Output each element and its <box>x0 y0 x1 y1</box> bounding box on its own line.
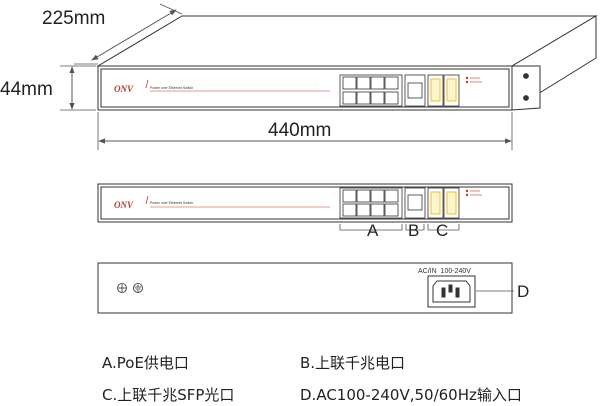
switch-front-inner <box>100 68 510 108</box>
ground-screw-icon <box>117 283 127 293</box>
brand-logo: ONV <box>114 84 134 94</box>
poe-ports-a <box>339 187 403 219</box>
depth-label: 225mm <box>42 8 105 29</box>
width-label: 440mm <box>268 120 331 141</box>
callout-b: B <box>408 221 419 240</box>
model-text: Power over Ethernet Switch <box>150 86 193 90</box>
ground-symbol-icon <box>133 283 143 293</box>
callout-d: D <box>517 282 529 301</box>
status-leds-front <box>465 189 482 197</box>
legend-b: B.上联千兆电口 <box>300 354 406 372</box>
switch-front-panel: ONV Power over Ethernet Switch <box>97 183 513 223</box>
switch-top-surface <box>96 15 598 67</box>
rack-ear <box>511 65 541 111</box>
rj45-port-block-a <box>339 74 403 107</box>
sfp-port-c <box>427 74 460 107</box>
status-leds <box>465 76 482 84</box>
callout-c: C <box>436 221 448 240</box>
switch-3d-front-details: ONV Power over Ethernet Switch <box>114 74 482 107</box>
switch-rear-panel: AC/IN 100-240V <box>97 262 514 314</box>
legend-a: A.PoE供电口 <box>102 354 189 372</box>
rj45-uplink-b <box>404 74 426 107</box>
height-label: 44mm <box>0 79 53 100</box>
height-dimension: 44mm <box>0 65 96 111</box>
rack-ear-hole <box>523 73 529 79</box>
model-text-front: Power over Ethernet Switch <box>150 201 193 205</box>
legend-d: D.AC100-240V,50/60Hz输入口 <box>300 386 522 404</box>
legend-c: C.上联千兆SFP光口 <box>102 386 235 404</box>
uplink-port-b <box>404 187 426 219</box>
callout-a: A <box>367 221 379 240</box>
width-dimension: 440mm <box>97 112 513 150</box>
ac-power-socket-icon <box>427 275 476 308</box>
sfp-ports-c <box>427 187 460 219</box>
callout-brackets <box>339 224 460 231</box>
power-input-label: AC/IN 100-240V <box>418 268 471 275</box>
brand-logo-front: ONV <box>114 200 134 210</box>
depth-dimension: 225mm <box>42 3 183 65</box>
rack-ear-hole <box>523 95 529 101</box>
